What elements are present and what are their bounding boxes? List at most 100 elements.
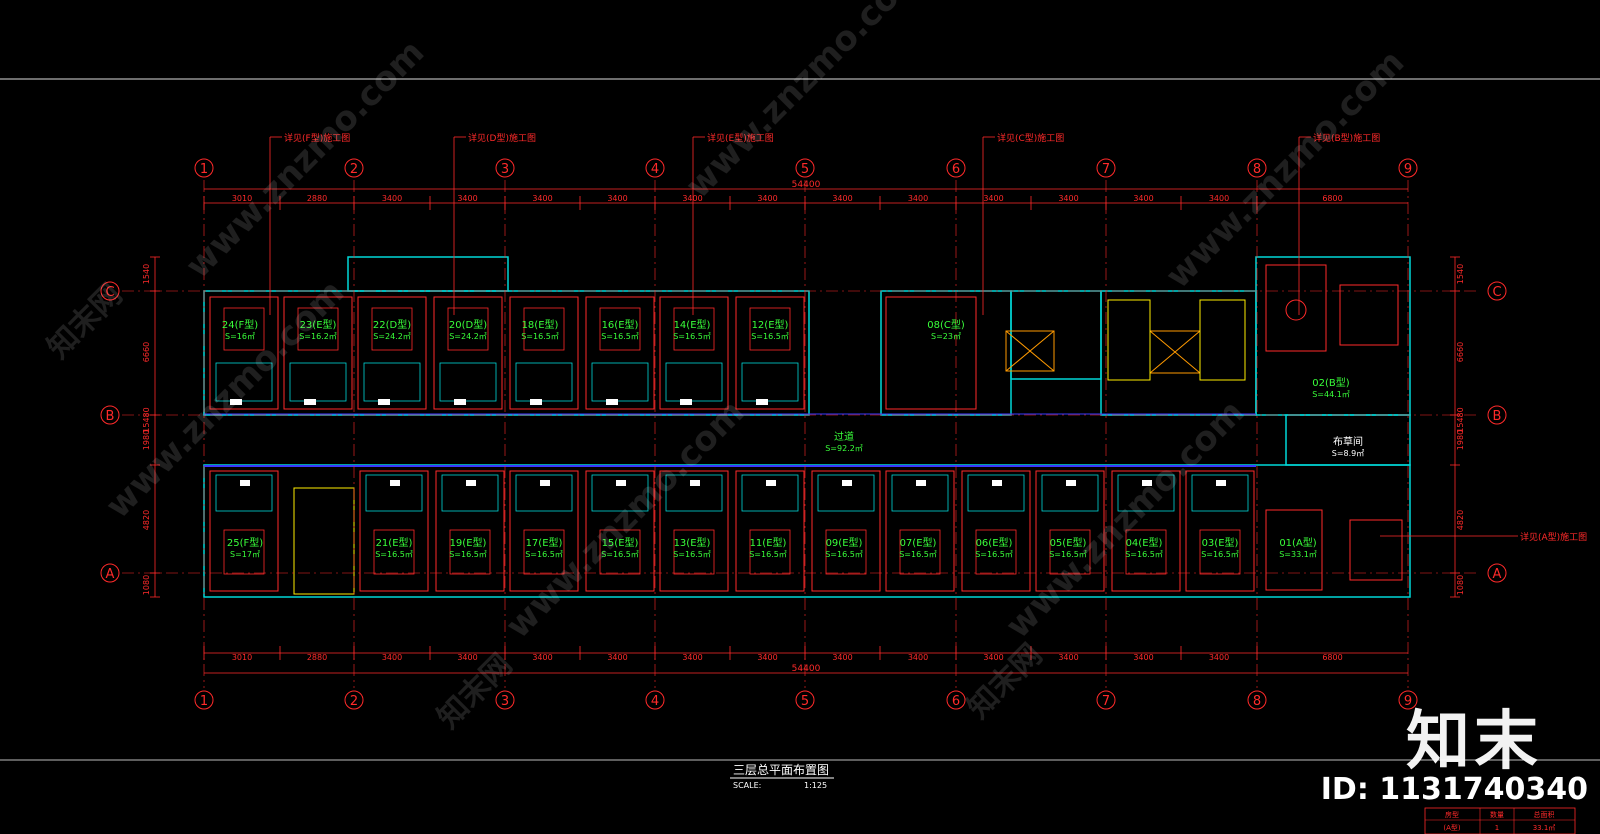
room-area: S=16.5㎡ xyxy=(601,550,639,559)
grid-label-top: 6 xyxy=(952,162,960,177)
grid-label-top: 2 xyxy=(350,162,358,177)
linen-room-label: 布草间 xyxy=(1333,435,1363,448)
room-area: S=17㎡ xyxy=(230,550,260,559)
room-area: S=16.5㎡ xyxy=(899,550,937,559)
bed-south xyxy=(449,529,491,575)
dim-bottom: 3400 xyxy=(1133,653,1153,662)
bathroom-north xyxy=(215,362,273,402)
room-area: S=16.5㎡ xyxy=(601,332,639,341)
door-swing-marker xyxy=(690,480,700,486)
grid-bubble-bottom xyxy=(645,690,665,710)
grid-bubble-left xyxy=(100,281,120,301)
bed-south xyxy=(1049,529,1091,575)
grid-label-bottom: 6 xyxy=(952,694,960,709)
room-area: S=16.5㎡ xyxy=(449,550,487,559)
door-swing-marker xyxy=(530,399,542,405)
elevator-lobby-shell xyxy=(1010,290,1102,380)
dim-right: 1080 xyxy=(1456,575,1465,595)
dim-top: 3400 xyxy=(382,194,402,203)
detail-callout: 详见(D型)施工图 xyxy=(468,132,536,144)
dim-bottom: 2880 xyxy=(307,653,327,662)
north-wing-d-rooms-bay xyxy=(347,256,509,292)
dim-right: 15480 xyxy=(1456,407,1465,432)
grid-label-bottom: 7 xyxy=(1102,694,1110,709)
detail-callout: 详见(C型)施工图 xyxy=(997,132,1064,144)
dim-left: 6660 xyxy=(142,342,151,362)
room-label: 01(A型) xyxy=(1279,536,1316,549)
bathroom-south xyxy=(515,474,573,512)
dim-top: 3400 xyxy=(983,194,1003,203)
bed-north xyxy=(447,307,489,351)
drawing-title: 三层总平面布置图 xyxy=(733,763,829,777)
door-swing-marker xyxy=(1216,480,1226,486)
room-cell-north xyxy=(283,296,353,410)
grid-label-right: A xyxy=(1493,567,1502,582)
room-label: 14(E型) xyxy=(674,318,711,331)
grid-label-left: B xyxy=(106,409,115,424)
grid-label-top: 7 xyxy=(1102,162,1110,177)
bathroom-north xyxy=(289,362,347,402)
bathroom-south xyxy=(1117,474,1175,512)
grid-label-top: 8 xyxy=(1253,162,1261,177)
room-label: 15(E型) xyxy=(602,536,639,549)
grid-label-bottom: 8 xyxy=(1253,694,1261,709)
dim-bottom: 3400 xyxy=(457,653,477,662)
schedule-cell: (A型) xyxy=(1443,823,1461,832)
room-label: 17(E型) xyxy=(526,536,563,549)
grid-bubble-right xyxy=(1487,281,1507,301)
grid-bubble-top xyxy=(946,158,966,178)
dim-top: 3400 xyxy=(832,194,852,203)
door-swing-marker xyxy=(390,480,400,486)
watermark-brand: 知末网 xyxy=(961,637,1049,725)
grid-bubble-bottom xyxy=(1247,690,1267,710)
grid-bubble-right xyxy=(1487,563,1507,583)
bed-north xyxy=(749,307,791,351)
room-area: S=16.5㎡ xyxy=(525,550,563,559)
bathroom-south xyxy=(665,474,723,512)
bathroom-north xyxy=(665,362,723,402)
door-swing-marker xyxy=(378,399,390,405)
watermark-site: www.znzmo.com xyxy=(178,32,432,286)
bed-south xyxy=(223,529,265,575)
dim-bottom: 3400 xyxy=(682,653,702,662)
watermark-id: ID: 1131740340 xyxy=(1320,772,1588,807)
dim-left: 1540 xyxy=(142,264,151,284)
room-area: S=24.2㎡ xyxy=(449,332,487,341)
scale-label: SCALE: xyxy=(733,781,761,790)
schedule-header: 数量 xyxy=(1490,810,1504,819)
bathroom-south xyxy=(215,474,273,512)
door-swing-marker xyxy=(766,480,776,486)
grid-bubble-bottom xyxy=(946,690,966,710)
bed-north xyxy=(673,307,715,351)
door-swing-marker xyxy=(1142,480,1152,486)
detail-callout: 详见(E型)施工图 xyxy=(707,132,774,144)
door-swing-marker xyxy=(992,480,1002,486)
bed-south xyxy=(749,529,791,575)
room-cell-south xyxy=(209,470,279,592)
grid-bubble-top xyxy=(1398,158,1418,178)
door-swing-marker xyxy=(842,480,852,486)
room-cell-south xyxy=(435,470,505,592)
bed-south xyxy=(1125,529,1167,575)
bathroom-south xyxy=(365,474,423,512)
grid-label-top: 3 xyxy=(501,162,509,177)
room-label: 12(E型) xyxy=(752,318,789,331)
room-label: 16(E型) xyxy=(602,318,639,331)
room-cell-south xyxy=(1111,470,1181,592)
schedule-table xyxy=(1424,807,1576,834)
dim-bottom: 3400 xyxy=(1058,653,1078,662)
dim-top: 3400 xyxy=(908,194,928,203)
grid-bubble-right xyxy=(1487,405,1507,425)
dim-bottom: 3400 xyxy=(607,653,627,662)
grid-label-bottom: 3 xyxy=(501,694,509,709)
bed-south xyxy=(975,529,1017,575)
corridor-area: S=92.2㎡ xyxy=(825,444,863,453)
dim-left: 4820 xyxy=(142,510,151,530)
bathroom-north xyxy=(515,362,573,402)
room-cell-north xyxy=(209,296,279,410)
room-cell-north xyxy=(735,296,805,410)
suite-02-table xyxy=(1285,299,1307,321)
door-swing-marker xyxy=(916,480,926,486)
grid-label-top: 4 xyxy=(651,162,659,177)
bed-south xyxy=(523,529,565,575)
